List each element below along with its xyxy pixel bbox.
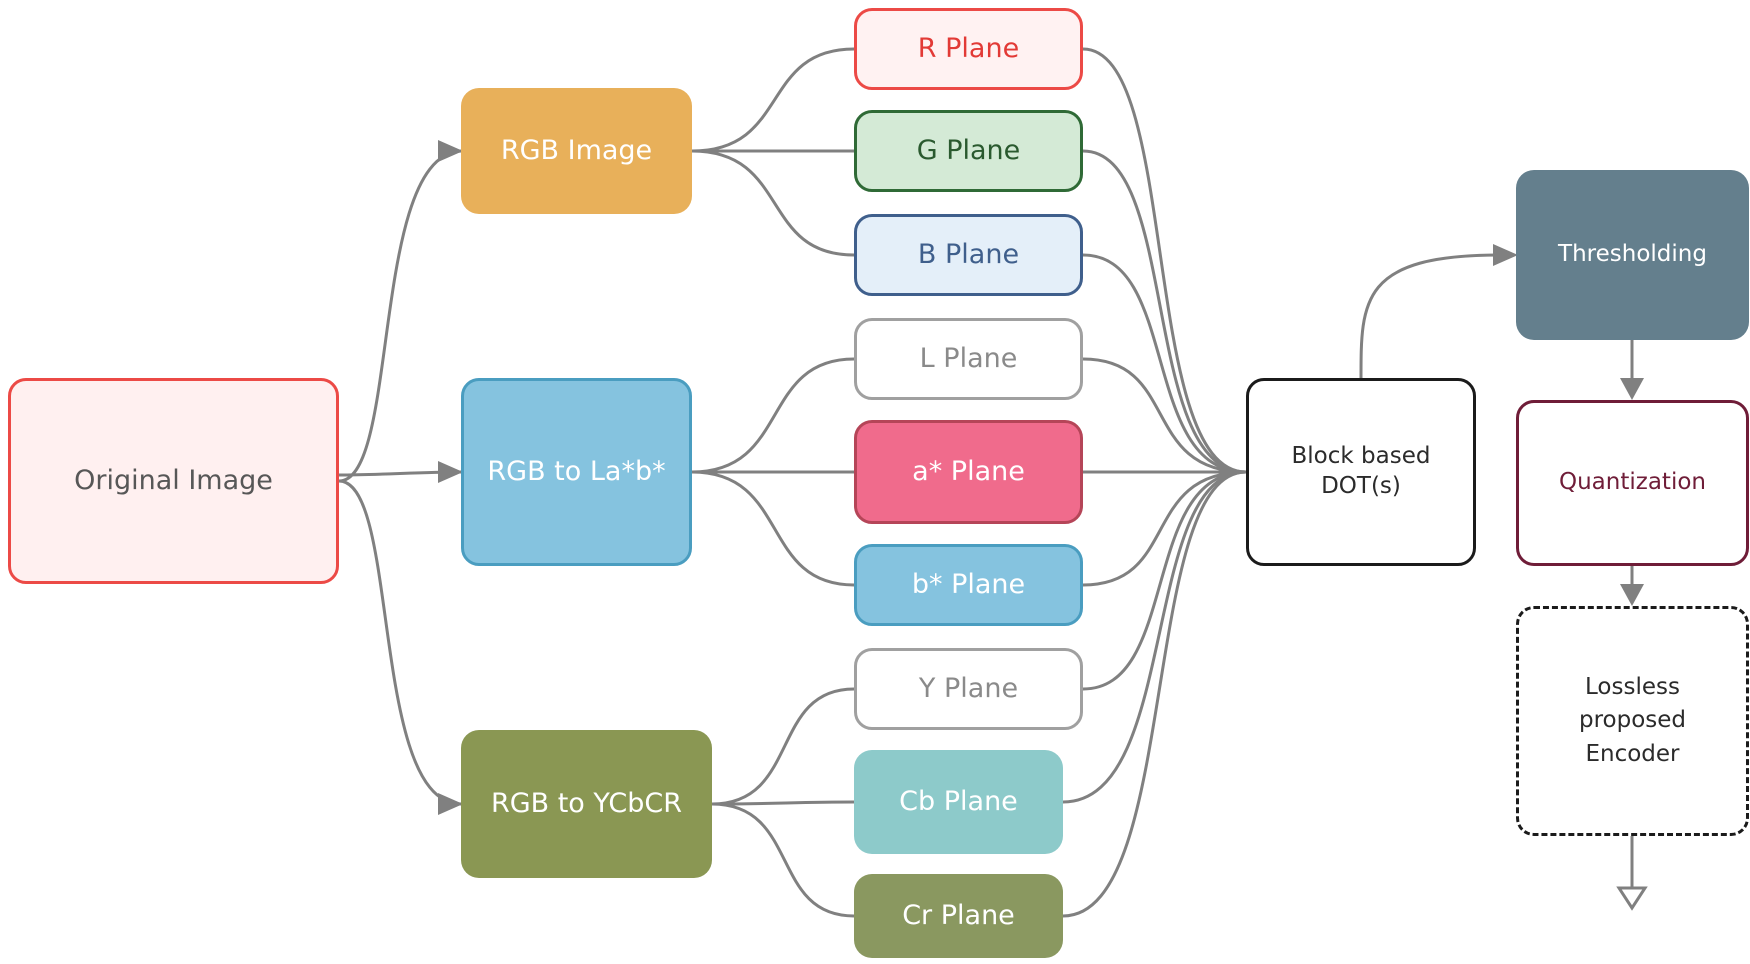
connector-ycbcr-to-cb bbox=[711, 800, 855, 806]
connector-rgb-to-b bbox=[691, 149, 855, 257]
encoder-node: Lossless proposed Encoder bbox=[1516, 606, 1749, 836]
connector-b-to-dot bbox=[1082, 253, 1247, 474]
connector-y-to-dot bbox=[1082, 470, 1247, 691]
arrowhead-to-thresholding bbox=[1493, 244, 1518, 266]
connector-lab-to-l bbox=[691, 357, 855, 474]
connector-lab-to-bstar bbox=[691, 470, 855, 587]
block-dot-node: Block based DOT(s) bbox=[1246, 378, 1476, 566]
l-plane-node: L Plane bbox=[854, 318, 1083, 400]
connector-l-to-dot bbox=[1082, 357, 1247, 474]
connector-ycbcr-to-y bbox=[711, 687, 855, 806]
arrowhead-encoder-output bbox=[1616, 886, 1648, 911]
arrowhead-to-encoder bbox=[1620, 584, 1644, 606]
arrowhead-to-rgb bbox=[438, 140, 463, 162]
arrowhead-to-quantization bbox=[1620, 378, 1644, 400]
connector-original-to-ycbcr bbox=[338, 479, 462, 806]
connector-rgb-to-r bbox=[691, 47, 855, 153]
original-image-node: Original Image bbox=[8, 378, 339, 584]
arrowhead-to-ycbcr bbox=[438, 793, 463, 815]
rgb-to-ycbcr-node: RGB to YCbCR bbox=[461, 730, 712, 878]
connector-cb-to-dot bbox=[1062, 470, 1247, 804]
a-star-plane-node: a* Plane bbox=[854, 420, 1083, 524]
connector-original-to-rgb bbox=[338, 149, 462, 483]
connector-g-to-dot bbox=[1082, 149, 1247, 474]
connector-r-to-dot bbox=[1082, 47, 1247, 474]
arrowhead-to-lab bbox=[438, 461, 463, 483]
r-plane-node: R Plane bbox=[854, 8, 1083, 90]
rgb-to-lab-node: RGB to La*b* bbox=[461, 378, 692, 566]
connector-bstar-to-dot bbox=[1082, 470, 1247, 587]
y-plane-node: Y Plane bbox=[854, 648, 1083, 730]
connector-cr-to-dot bbox=[1062, 470, 1247, 918]
connector-dot-to-thresholding bbox=[1359, 253, 1501, 379]
g-plane-node: G Plane bbox=[854, 110, 1083, 192]
connector-ycbcr-to-cr bbox=[711, 802, 855, 918]
cr-plane-node: Cr Plane bbox=[854, 874, 1063, 958]
quantization-node: Quantization bbox=[1516, 400, 1749, 566]
b-star-plane-node: b* Plane bbox=[854, 544, 1083, 626]
rgb-image-node: RGB Image bbox=[461, 88, 692, 214]
thresholding-node: Thresholding bbox=[1516, 170, 1749, 340]
cb-plane-node: Cb Plane bbox=[854, 750, 1063, 854]
b-plane-node: B Plane bbox=[854, 214, 1083, 296]
